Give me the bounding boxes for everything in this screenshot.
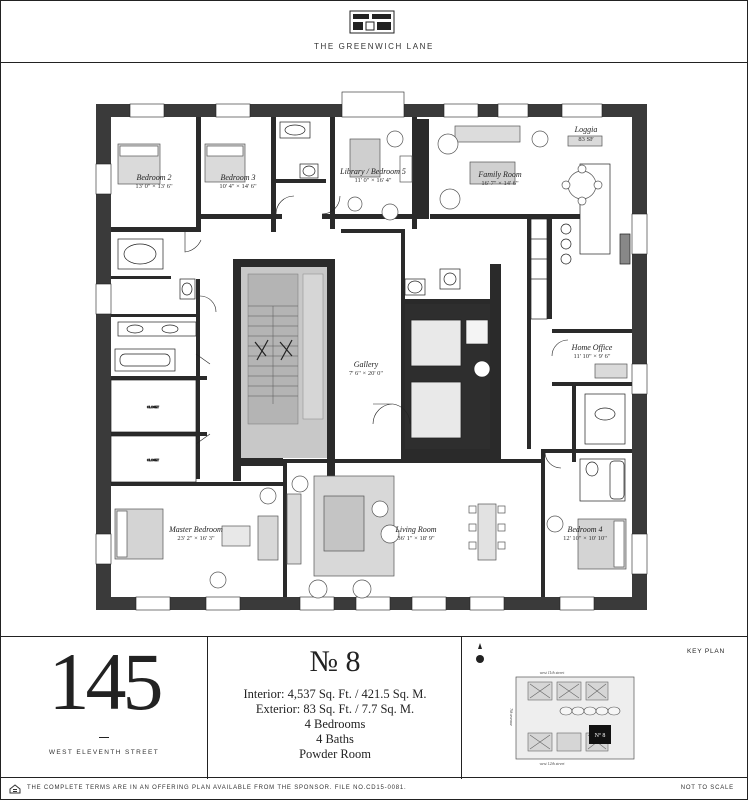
key-plan-title: KEY PLAN (687, 648, 725, 655)
key-plan-bottom-street: west 12th street (540, 761, 566, 766)
room-dims-master-bedroom: 23' 2" × 16' 3" (177, 535, 215, 542)
stairwell (241, 267, 327, 458)
room-label-bedroom-3: Bedroom 3 (220, 173, 255, 182)
disclaimer-text: THE COMPLETE TERMS ARE IN AN OFFERING PL… (27, 785, 407, 791)
room-label-library: Library / Bedroom 5 (339, 167, 406, 176)
svg-text:CLOSET: CLOSET (147, 458, 159, 462)
floor-plan: CLOSET CLOSET (0, 64, 748, 636)
windows (95, 91, 648, 611)
footer: THE COMPLETE TERMS ARE IN AN OFFERING PL… (0, 778, 748, 800)
equal-housing-icon (9, 784, 21, 794)
header: THE GREENWICH LANE (0, 0, 748, 63)
room-label-family-room: Family Room (477, 170, 522, 179)
bedroom-count: 4 Bedrooms (304, 717, 366, 731)
closets: CLOSET CLOSET (110, 379, 197, 483)
room-label-home-office: Home Office (571, 343, 613, 352)
doors (184, 195, 569, 469)
building-number: 145 (48, 636, 164, 727)
room-label-bedroom-2: Bedroom 2 (136, 173, 171, 182)
room-labels: Bedroom 2 13' 0" × 13' 6" Bedroom 3 10' … (135, 125, 612, 542)
interior-area: Interior: 4,537 Sq. Ft. / 421.5 Sq. M. (243, 687, 427, 701)
room-label-master-bedroom: Master Bedroom (168, 525, 223, 534)
key-plan-side-street: 7th avenue (509, 708, 514, 726)
room-dims-library: 11' 0" × 16' 4" (354, 177, 391, 184)
room-dims-home-office: 11' 10" × 9' 6" (573, 353, 610, 360)
room-dims-family-room: 16' 7" × 14' 6" (481, 180, 519, 187)
unit-details-block: № 8 Interior: 4,537 Sq. Ft. / 421.5 Sq. … (208, 637, 462, 779)
room-label-gallery: Gallery (354, 360, 379, 369)
scale-note: NOT TO SCALE (680, 785, 734, 791)
compass-icon (476, 643, 484, 663)
unit-info-panel: 145 WEST ELEVENTH STREET № 8 Interior: 4… (0, 636, 748, 779)
key-plan-block: KEY PLAN west 11th street west 12th stre… (462, 637, 748, 779)
svg-text:CLOSET: CLOSET (147, 405, 159, 409)
room-dims-living-room: 36' 1" × 18' 9" (397, 535, 435, 542)
key-plan-map: KEY PLAN west 11th street west 12th stre… (476, 643, 725, 766)
exterior-area: Exterior: 83 Sq. Ft. / 7.7 Sq. M. (255, 702, 415, 716)
bath-count: 4 Baths (316, 732, 354, 746)
key-plan-top-street: west 11th street (540, 670, 566, 675)
elevator-core (405, 304, 491, 449)
unit-number: № 8 (309, 645, 361, 678)
building-logo (349, 10, 395, 34)
interior-walls (111, 117, 632, 597)
furniture (114, 125, 628, 599)
powder-room: Powder Room (299, 747, 371, 761)
bathrooms (114, 121, 626, 502)
room-label-loggia: Loggia (574, 125, 598, 134)
unit-details: Interior: 4,537 Sq. Ft. / 421.5 Sq. M. E… (208, 687, 462, 762)
address-divider (99, 737, 109, 738)
room-label-bedroom-4: Bedroom 4 (567, 525, 602, 534)
room-dims-gallery: 7' 6" × 20' 0" (349, 370, 383, 377)
building-address-block: 145 WEST ELEVENTH STREET (0, 637, 208, 779)
room-dims-bedroom-3: 10' 4" × 14' 6" (219, 183, 257, 190)
room-dims-bedroom-4: 12' 10" × 10' 10" (563, 535, 607, 542)
key-plan-unit-marker: Nº 8 (595, 733, 606, 739)
room-dims-loggia: 83 SF (578, 136, 594, 143)
street-name: WEST ELEVENTH STREET (48, 749, 160, 756)
room-dims-bedroom-2: 13' 0" × 13' 6" (135, 183, 173, 190)
floor-plan-drawing: CLOSET CLOSET (95, 91, 648, 611)
room-label-living-room: Living Room (394, 525, 436, 534)
building-name: THE GREENWICH LANE (314, 42, 434, 51)
